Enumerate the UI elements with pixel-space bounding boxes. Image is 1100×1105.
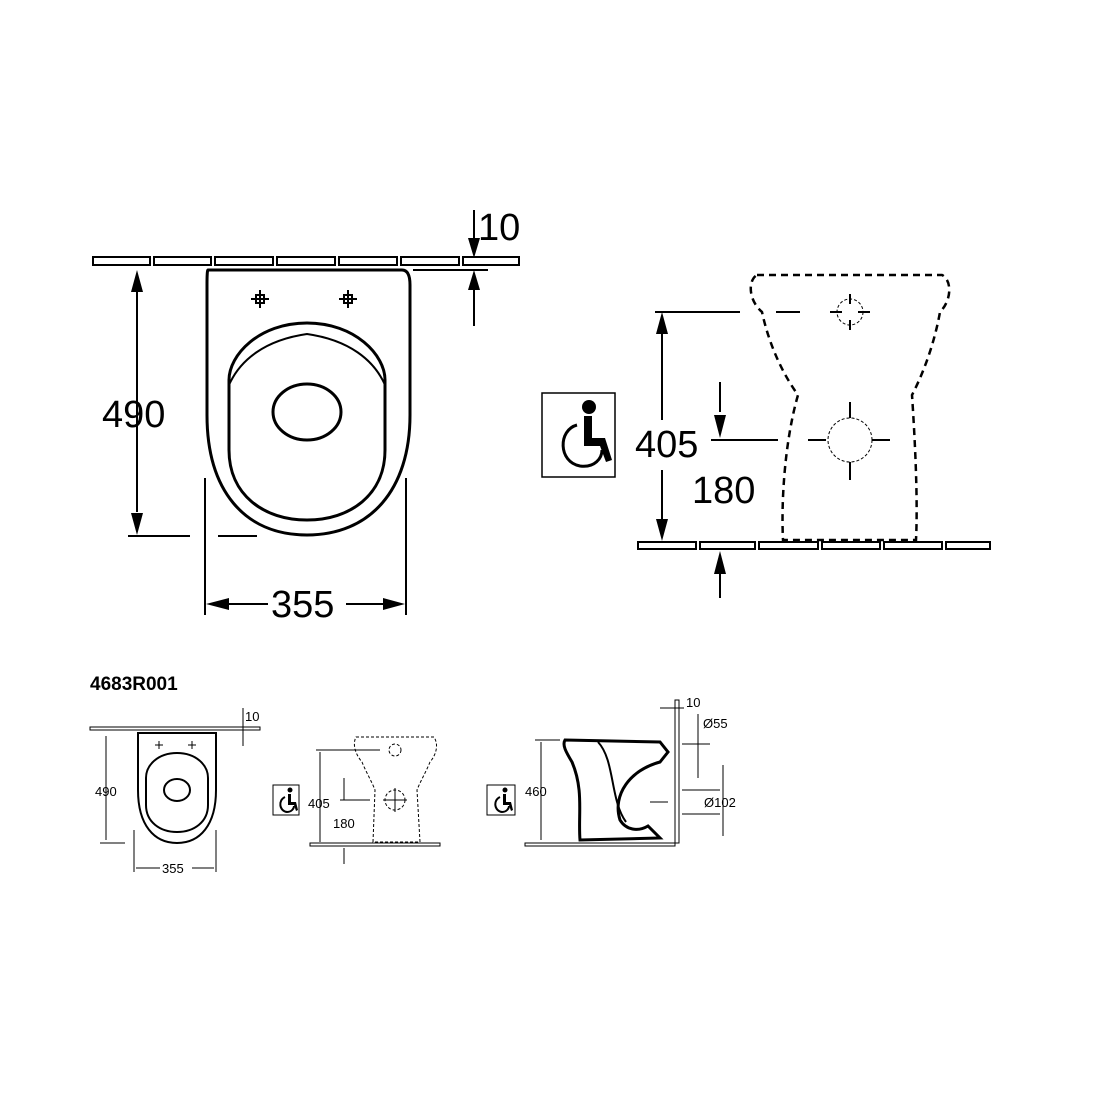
dim-lower-height: 180 [692,470,755,512]
top-plan-view: 490 355 10 [92,207,520,626]
dim-wall-gap: 10 [478,207,520,249]
thumb-side-dim-height: 460 [525,784,547,799]
thumb-side-dim-outlet-diameter: Ø102 [704,795,736,810]
thumbnail-front-view: 405 180 [272,736,441,864]
bowl-opening [271,382,343,442]
model-code: 4683R001 [90,674,178,695]
thumb-front-dim-lower-height: 180 [333,816,355,831]
dim-width: 355 [271,584,334,626]
thumb-plan-dim-width: 355 [162,861,184,876]
upper-outlet-crosshair [830,294,870,330]
thumb-side-dim-inlet-diameter: Ø55 [703,716,728,731]
wall-strip [92,256,520,266]
thumb-plan-dim-depth: 490 [95,784,117,799]
thumb-side-dim-gap: 10 [686,695,700,710]
floor-strip [637,541,991,550]
wheelchair-accessible-icon [541,392,616,478]
fixing-hole-right [339,290,357,308]
thumb-plan-dim-gap: 10 [245,709,259,724]
thumbnail-plan-view: 490 355 10 [89,708,261,876]
thumb-front-dim-outlet-height: 405 [308,796,330,811]
pan-outline [749,273,951,542]
thumb-front-wheelchair-icon [272,784,300,816]
dim-depth: 490 [102,394,165,436]
seat-ring [227,321,387,522]
dim-outlet-height: 405 [635,424,698,466]
front-view: 405 180 [541,273,991,598]
thumbnail-side-view: 460 10 Ø55 Ø102 [486,695,736,847]
thumb-side-wheelchair-icon [486,784,516,816]
bowl-outline [205,268,412,537]
fixing-hole-left [251,290,269,308]
lower-inlet-crosshair [808,402,890,480]
